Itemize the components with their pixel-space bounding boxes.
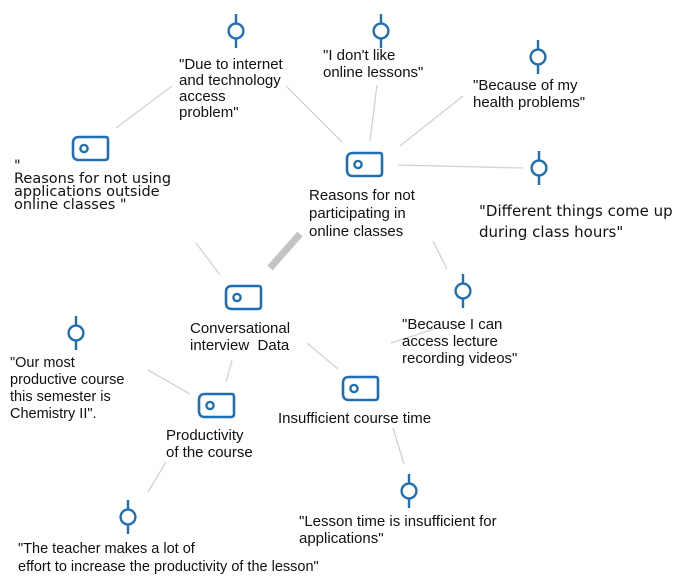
node-label-productivity: Productivity of the course: [166, 427, 253, 461]
edge: [306, 342, 339, 370]
quotation-icon[interactable]: [65, 315, 87, 351]
node-label-reasons-not-participating: Reasons for not participating in online …: [309, 187, 415, 240]
quotation-icon[interactable]: [225, 13, 247, 49]
quote-label-different-things: "Different things come up during class h…: [479, 202, 673, 241]
quotation-icon[interactable]: [370, 13, 392, 49]
quotation-icon[interactable]: [528, 150, 550, 186]
edge: [225, 359, 233, 383]
quotation-icon[interactable]: [398, 473, 420, 509]
edge: [115, 85, 173, 129]
code-group-icon[interactable]: [197, 391, 237, 419]
edge: [195, 242, 221, 276]
edge: [397, 164, 524, 169]
quote-label-lesson-time: "Lesson time is insufficient for applica…: [299, 513, 497, 547]
edge: [390, 328, 435, 344]
edge: [369, 84, 378, 142]
node-label-reasons-not-using-apps: " Reasons for not using applications out…: [14, 158, 172, 213]
node-label-insufficient-time: Insufficient course time: [278, 410, 432, 427]
code-group-icon[interactable]: [345, 150, 385, 178]
edge: [147, 461, 167, 493]
code-group-icon[interactable]: [341, 374, 381, 402]
edge: [285, 85, 343, 143]
quotation-icon[interactable]: [452, 273, 474, 309]
quote-label-health: "Because of my health problems": [473, 77, 586, 111]
edge: [399, 95, 464, 147]
quote-label-chemistry: "Our most productive course this semeste…: [10, 355, 125, 422]
quote-label-internet: "Due to internet and technology access p…: [179, 56, 283, 121]
node-label-conversational-data: Conversational interview Data: [190, 320, 291, 354]
edge: [392, 427, 405, 465]
edge: [147, 369, 191, 395]
quote-label-dont-like: "I don't like online lessons": [323, 47, 424, 81]
quotation-icon[interactable]: [117, 499, 139, 535]
code-group-icon[interactable]: [224, 283, 264, 311]
code-group-icon[interactable]: [71, 134, 111, 162]
quotation-icon[interactable]: [527, 39, 549, 75]
quote-label-teacher: "The teacher makes a lot of effort to in…: [18, 541, 319, 575]
edge-thick: [267, 231, 303, 271]
quote-label-recording: "Because I can access lecture recording …: [402, 316, 518, 367]
edge: [432, 240, 448, 270]
